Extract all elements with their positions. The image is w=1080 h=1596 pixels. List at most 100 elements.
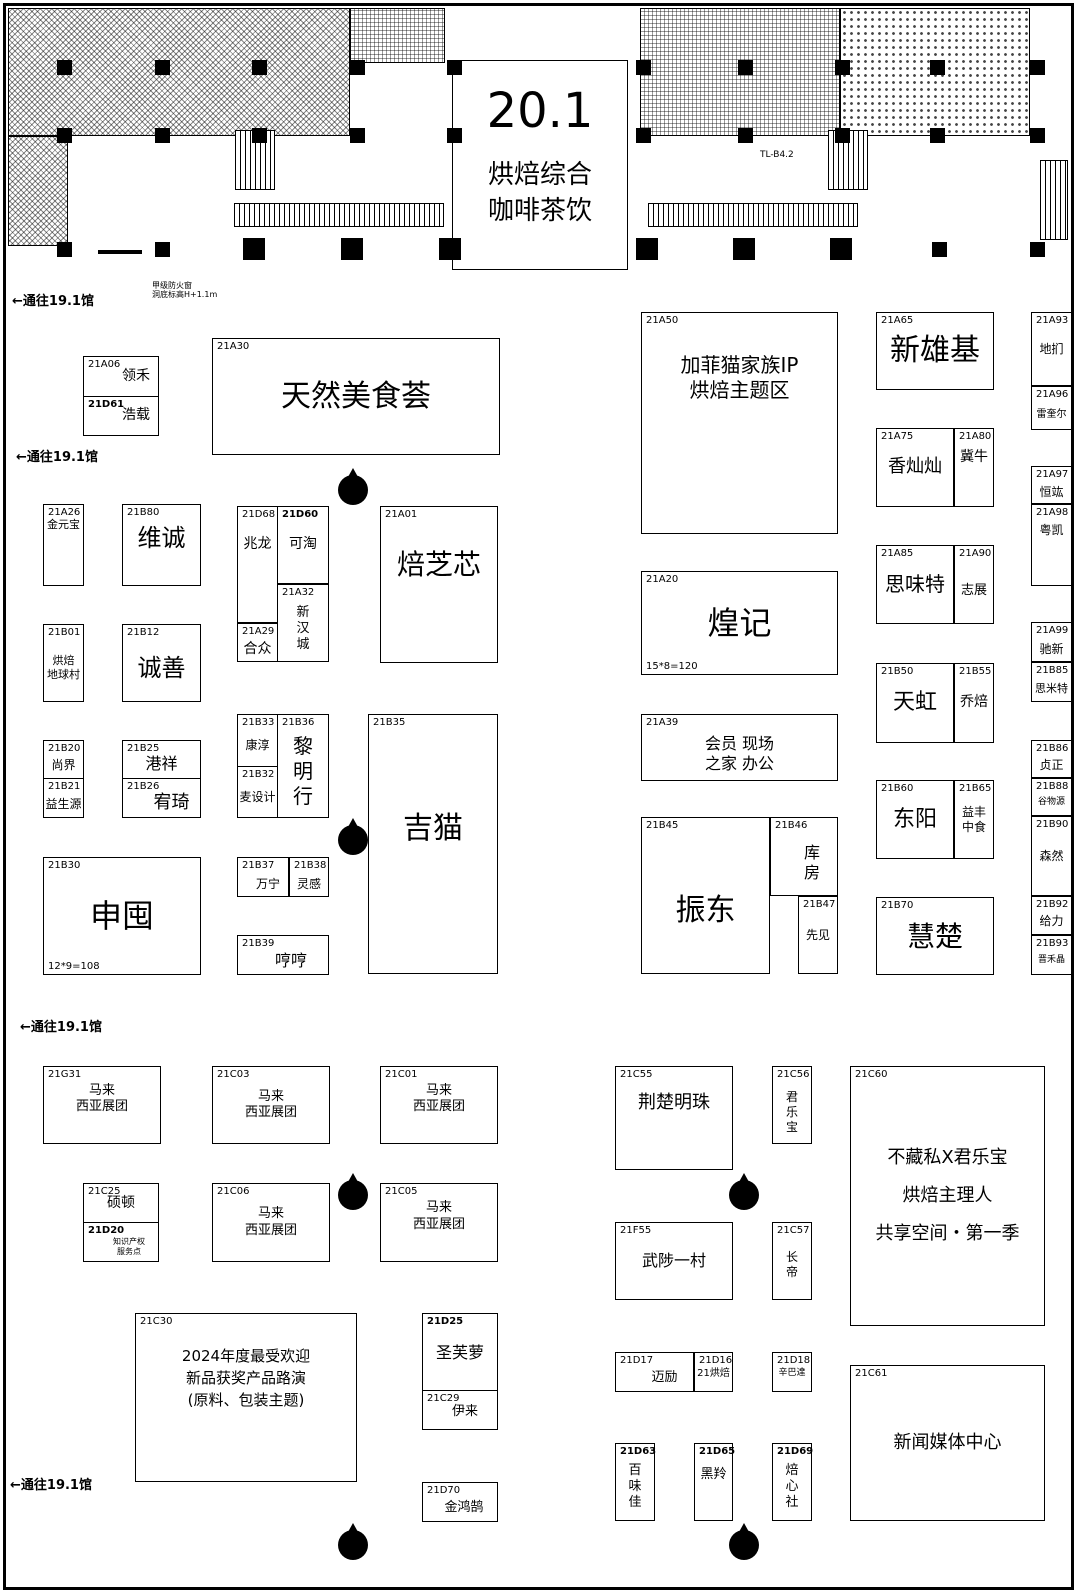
booth-21D20[interactable]: 21D20 知识产权 服务点 (83, 1222, 159, 1262)
booth-21C06[interactable]: 21C06 马来 西亚展团 (212, 1183, 330, 1262)
pillar (341, 238, 363, 260)
booth-21F55[interactable]: 21F55 武陟一村 (615, 1222, 733, 1300)
booth-21C60[interactable]: 21C60 不藏私X君乐宝 烘焙主理人 共享空间・第一季 (850, 1066, 1045, 1326)
pillar (1030, 242, 1045, 257)
booth-21A75[interactable]: 21A75 香灿灿 (876, 428, 954, 507)
booth-21A30[interactable]: 21A30 天然美食荟 (212, 338, 500, 455)
booth-21D68[interactable]: 21D68 兆龙 (237, 506, 277, 623)
booth-21A85[interactable]: 21A85 思味特 (876, 545, 954, 624)
booth-21A39[interactable]: 21A39 会员 现场 之家 办公 (641, 714, 838, 781)
booth-21C29[interactable]: 21C29 伊来 (422, 1390, 498, 1430)
booth-21C30[interactable]: 21C30 2024年度最受欢迎 新品获奖产品路演 (原料、包装主题) (135, 1313, 357, 1482)
pillar (155, 242, 170, 257)
booth-21G31[interactable]: 21G31 马来 西亚展团 (43, 1066, 161, 1144)
booth-21B36[interactable]: 21B36 黎 明 行 (277, 714, 329, 818)
booth-21B55[interactable]: 21B55 乔焙 (954, 663, 994, 743)
booth-21D25[interactable]: 21D25 圣芙萝 (422, 1313, 498, 1391)
fire-window-note: 甲级防火窗 (152, 281, 192, 290)
booth-21C56[interactable]: 21C56 君 乐 宝 (772, 1066, 812, 1144)
booth-21B60[interactable]: 21B60 东阳 (876, 780, 954, 859)
booth-21D70[interactable]: 21D70 金鸿鹄 (422, 1482, 498, 1522)
pillar (636, 238, 658, 260)
map-pin-icon (338, 818, 368, 855)
booth-21B70[interactable]: 21B70 慧楚 (876, 897, 994, 975)
booth-21D69[interactable]: 21D69 焙 心 社 (772, 1443, 813, 1521)
booth-21D17[interactable]: 21D17 迈励 (615, 1352, 694, 1392)
booth-21D65[interactable]: 21D65 黑羚 (694, 1443, 735, 1521)
exit-to-hall-19-1[interactable]: ←通往19.1馆 (12, 294, 94, 309)
booth-21B21[interactable]: 21B21 益生源 (43, 778, 84, 818)
pillar (252, 60, 267, 75)
booth-21A93[interactable]: 21A93 地扪 (1031, 312, 1072, 386)
booth-21B80[interactable]: 21B80 维诚 (122, 504, 201, 586)
booth-21D60[interactable]: 21D60 可淘 (277, 506, 329, 584)
booth-21B38[interactable]: 21B38 灵感 (289, 857, 329, 897)
exit-to-hall-19-1[interactable]: ←通往19.1馆 (16, 450, 98, 465)
booth-21C03[interactable]: 21C03 马来 西亚展团 (212, 1066, 330, 1144)
booth-21B33[interactable]: 21B33 康淳 (237, 714, 277, 766)
booth-21A99[interactable]: 21A99 驰新 (1031, 622, 1072, 662)
pillar (932, 242, 947, 257)
booth-21A98[interactable]: 21A98 粤凯 (1031, 504, 1072, 586)
map-pin-icon (338, 1523, 368, 1560)
booth-21B37[interactable]: 21B37 万宁 (237, 857, 289, 897)
booth-21B85[interactable]: 21B85 思米特 (1031, 662, 1072, 702)
booth-21B26[interactable]: 21B26 宥琦 (122, 778, 201, 818)
booth-21D16[interactable]: 21D16 21烘焙 (694, 1352, 733, 1392)
booth-21A29[interactable]: 21A29 合众 (237, 623, 277, 662)
booth-21C57[interactable]: 21C57 长 帝 (772, 1222, 812, 1300)
pillar (447, 128, 462, 143)
booth-21B30[interactable]: 21B30 申囤 12*9=108 (43, 857, 201, 975)
booth-21B46[interactable]: 21B46 库 房 (770, 817, 838, 896)
booth-21B45[interactable]: 21B45 振东 (641, 817, 770, 974)
exit-to-hall-19-1[interactable]: ←通往19.1馆 (20, 1020, 102, 1035)
booth-21A90[interactable]: 21A90 志展 (954, 545, 994, 624)
booth-21B01[interactable]: 21B01 烘焙 地球村 (43, 624, 84, 702)
booth-21A80[interactable]: 21A80 冀牛 (954, 428, 994, 507)
booth-21A06[interactable]: 21A06 领禾 (83, 356, 159, 396)
booth-21A20[interactable]: 21A20 煌记 15*8=120 (641, 571, 838, 675)
booth-21A32[interactable]: 21A32 新 汉 城 (277, 584, 329, 662)
booth-21A01[interactable]: 21A01 焙芝芯 (380, 506, 498, 663)
hatched-zone-left-mid (8, 136, 68, 246)
booth-21C01[interactable]: 21C01 马来 西亚展团 (380, 1066, 498, 1144)
map-pin-icon (729, 1523, 759, 1560)
booth-21B35[interactable]: 21B35 吉猫 (368, 714, 498, 974)
booth-21A96[interactable]: 21A96 雷奎尔 (1031, 386, 1072, 430)
booth-21C61[interactable]: 21C61 新闻媒体中心 (850, 1365, 1045, 1521)
booth-21C55[interactable]: 21C55 荆楚明珠 (615, 1066, 733, 1170)
booth-21A65[interactable]: 21A65 新雄基 (876, 312, 994, 390)
escalator-right-long (648, 203, 858, 227)
booth-21A26[interactable]: 21A26 金元宝 (43, 504, 84, 586)
booth-21B90[interactable]: 21B90 森然 (1031, 816, 1072, 896)
booth-21B50[interactable]: 21B50 天虹 (876, 663, 954, 743)
booth-21B93[interactable]: 21B93 晋禾晶 (1031, 935, 1072, 975)
booth-21B12[interactable]: 21B12 诚善 (122, 624, 201, 702)
booth-21B32[interactable]: 21B32 麦设计 (237, 766, 277, 818)
exit-to-hall-19-1[interactable]: ←通往19.1馆 (10, 1478, 92, 1493)
pillar (738, 128, 753, 143)
pillar (57, 242, 72, 257)
booth-21D18[interactable]: 21D18 辛巴達 (772, 1352, 812, 1392)
booth-21B47[interactable]: 21B47 先见 (798, 896, 838, 974)
booth-21A97[interactable]: 21A97 恒竑 (1031, 466, 1072, 504)
map-pin-icon (729, 1173, 759, 1210)
hall-theme-line1: 烘焙综合 (487, 160, 592, 190)
booth-21C25[interactable]: 21C25 硕顿 (83, 1183, 159, 1222)
booth-21B20[interactable]: 21B20 尚界 (43, 740, 84, 778)
booth-21B92[interactable]: 21B92 给力 (1031, 896, 1072, 935)
booth-21D61[interactable]: 21D61 浩载 (83, 396, 159, 436)
booth-21B25[interactable]: 21B25 港祥 (122, 740, 201, 778)
booth-21B65[interactable]: 21B65 益丰 中食 (954, 780, 994, 859)
booth-21C05[interactable]: 21C05 马来 西亚展团 (380, 1183, 498, 1262)
pillar (733, 238, 755, 260)
booth-21B39[interactable]: 21B39 哼哼 (237, 935, 329, 975)
pillar (1030, 128, 1045, 143)
booth-21B86[interactable]: 21B86 贞正 (1031, 740, 1072, 778)
pillar (439, 238, 461, 260)
booth-21A50[interactable]: 21A50 加菲猫家族IP 烘焙主题区 (641, 312, 838, 534)
booth-21D63[interactable]: 21D63 百 味 佳 (615, 1443, 656, 1521)
pillar (636, 60, 651, 75)
pillar (636, 128, 651, 143)
booth-21B88[interactable]: 21B88 谷物源 (1031, 778, 1072, 816)
